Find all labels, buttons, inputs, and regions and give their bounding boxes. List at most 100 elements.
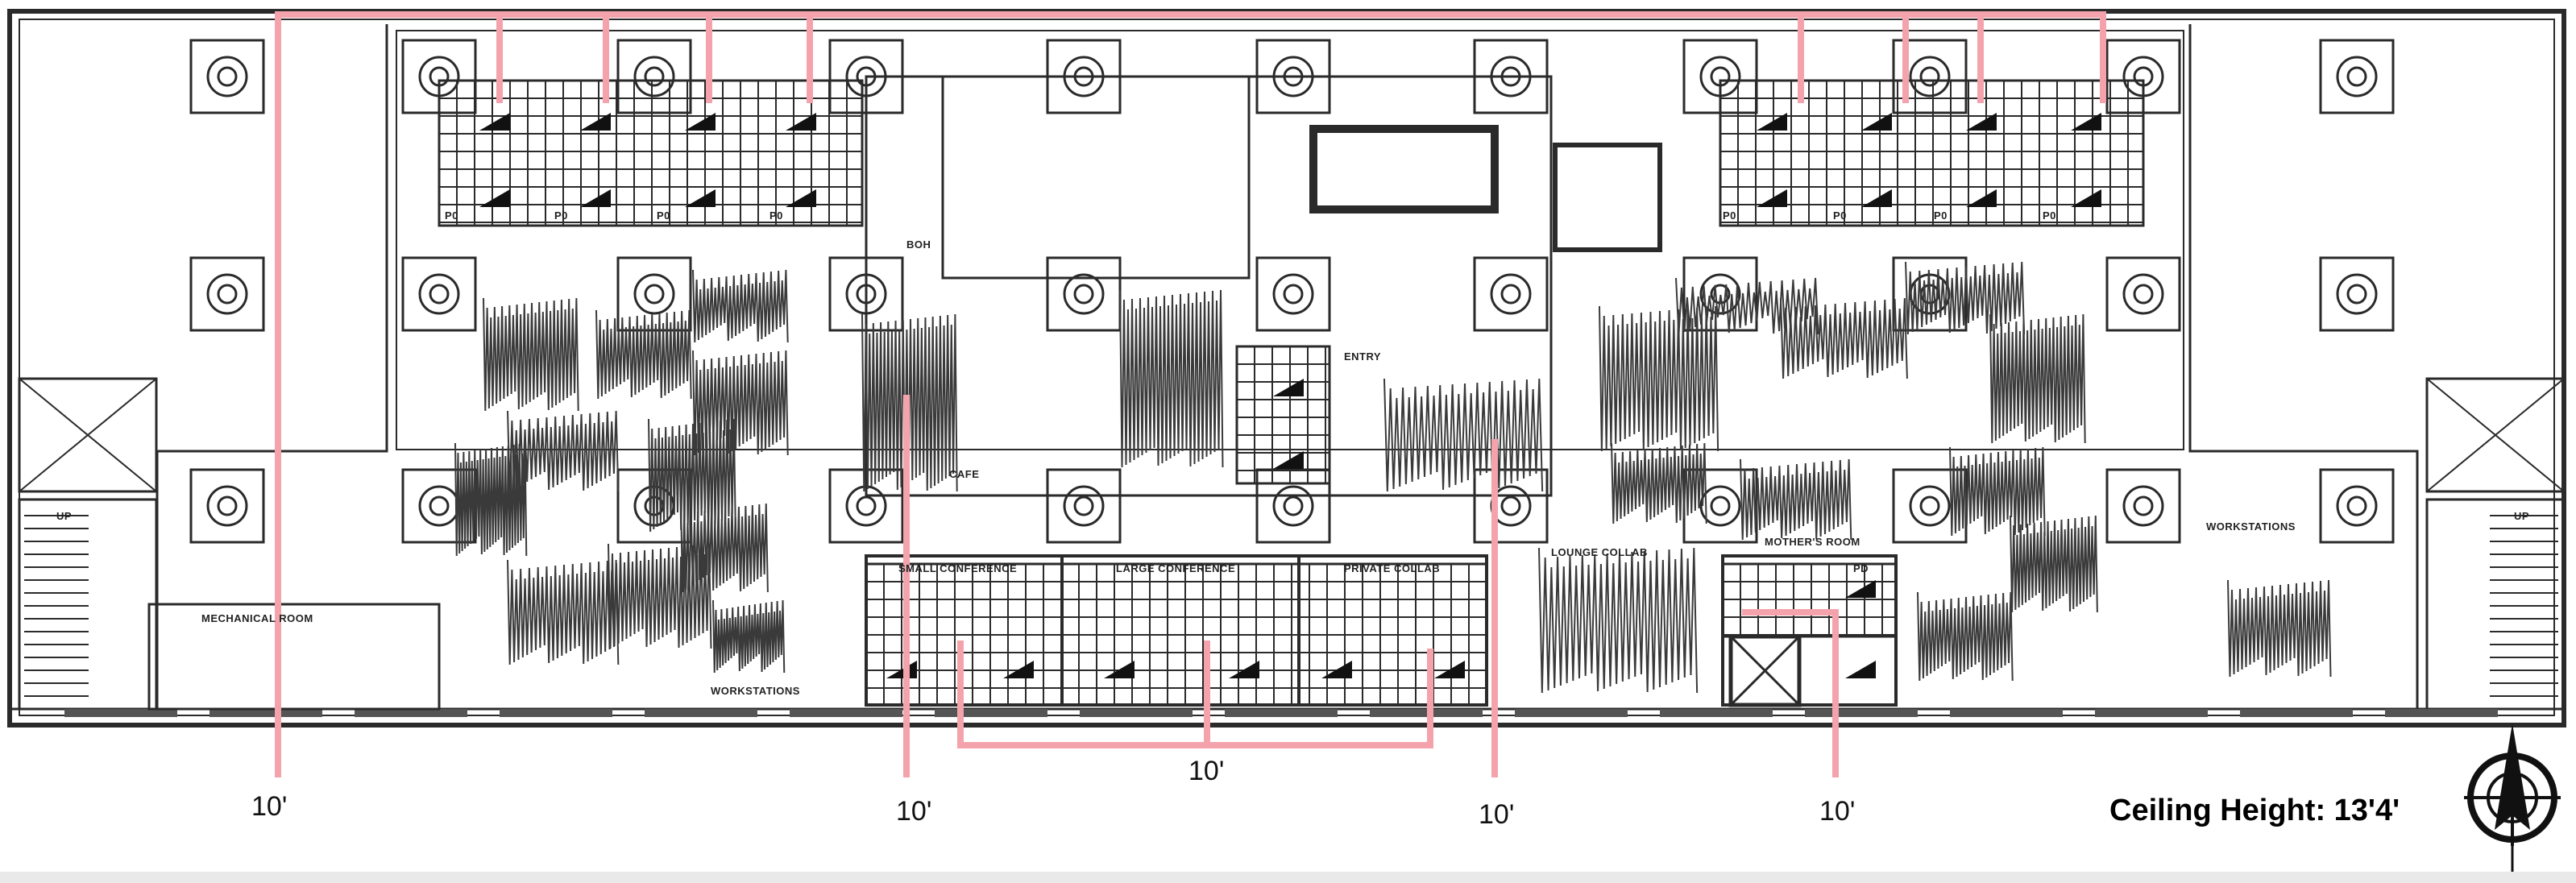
column: [189, 468, 265, 544]
window-segment: [2240, 709, 2353, 717]
light-fixture: [685, 189, 716, 207]
column: [2319, 39, 2395, 114]
column: [1892, 256, 1968, 332]
window-segment: [1225, 709, 1338, 717]
pod-label: P0: [1723, 209, 1736, 222]
label-up-right: UP: [2514, 510, 2529, 522]
column-ring: [1063, 485, 1105, 527]
column-core: [1283, 284, 1304, 305]
window-segment: [645, 709, 757, 717]
window-segment: [64, 709, 177, 717]
column: [616, 256, 692, 332]
window-segment: [2095, 709, 2208, 717]
label-entry: ENTRY: [1344, 350, 1381, 363]
planting-cluster: [1675, 277, 1819, 335]
column-ring: [633, 273, 675, 315]
column-ring: [206, 273, 248, 315]
planting-cluster: [483, 297, 579, 412]
planting-cluster: [712, 599, 786, 674]
label-mothers-room: MOTHER'S ROOM: [1765, 536, 1860, 548]
column-core: [1710, 495, 1731, 516]
column-core: [1073, 66, 1094, 87]
window-segment: [1370, 709, 1483, 717]
column-core: [2133, 495, 2154, 516]
pod-label: P0: [1833, 209, 1847, 222]
planting-cluster: [1989, 313, 2086, 444]
column-ring: [845, 273, 887, 315]
column-core: [1500, 66, 1521, 87]
column: [1892, 39, 1968, 114]
column-core: [429, 284, 450, 305]
dimension-label-mothers-room: 10': [1819, 796, 1855, 827]
planting-cluster: [692, 350, 789, 456]
planting-cluster: [1905, 261, 2026, 335]
column-ring: [418, 485, 460, 527]
planting-cluster: [680, 503, 769, 593]
window-segment: [1805, 709, 1918, 717]
planting-cluster: [595, 309, 692, 400]
room-labels: BOH CAFE ENTRY SMALL CONFERENCE LARGE CO…: [56, 238, 2529, 697]
light-fixture: [1273, 379, 1304, 396]
footer-strip: [0, 872, 2576, 883]
column-ring: [845, 56, 887, 97]
window-segment: [935, 709, 1047, 717]
light-fixture: [1966, 113, 1997, 131]
pod-label: P0: [2043, 209, 2056, 222]
column-ring: [2336, 485, 2378, 527]
dimension-label-lounge: 10': [1479, 799, 1514, 830]
column-core: [1073, 495, 1094, 516]
light-fixture: [1757, 189, 1787, 207]
window-segment: [209, 709, 322, 717]
planting-cluster: [2010, 515, 2098, 613]
column-ring: [206, 485, 248, 527]
column-ring: [1699, 273, 1741, 315]
label-boh: BOH: [906, 238, 931, 251]
ceiling-grid: [1235, 345, 1331, 485]
planting-cluster: [1780, 297, 1908, 379]
column-core: [2133, 284, 2154, 305]
column-ring: [1909, 56, 1951, 97]
dimension-label-conference: 10': [1188, 756, 1224, 786]
window-segment: [2385, 709, 2498, 717]
planting-cluster: [1599, 305, 1719, 452]
light-fixture: [1434, 661, 1465, 678]
column-core: [1283, 66, 1304, 87]
window-segment: [500, 709, 612, 717]
label-pd: PD: [1853, 562, 1869, 574]
planting-cluster: [608, 543, 712, 649]
column-core: [644, 66, 665, 87]
column-ring: [633, 56, 675, 97]
ceiling-grid: [438, 79, 864, 227]
ceiling-height-note: Ceiling Height: 13'4': [2109, 794, 2400, 827]
label-lounge-collab: LOUNGE COLLAB: [1551, 546, 1648, 558]
building-walls: [7, 9, 2566, 728]
column: [1255, 256, 1331, 332]
light-fixture: [479, 113, 510, 131]
column-core: [217, 495, 238, 516]
column-ring: [1272, 485, 1314, 527]
light-fixture: [1966, 189, 1997, 207]
column: [2105, 256, 2181, 332]
column-core: [856, 495, 877, 516]
column-ring: [845, 485, 887, 527]
planting-cluster: [1383, 378, 1544, 492]
column-ring: [1490, 273, 1532, 315]
light-fixture: [1757, 113, 1787, 131]
window-segment: [1515, 709, 1628, 717]
dimension-lines: [275, 11, 2106, 777]
planting-cluster: [454, 442, 528, 557]
light-fixture: [2071, 189, 2101, 207]
light-fixture: [786, 113, 816, 131]
pod-label: P0: [554, 209, 568, 222]
dimension-label-cafe: 10': [896, 796, 931, 827]
label-workstations-right: WORKSTATIONS: [2206, 520, 2296, 533]
column: [1255, 39, 1331, 114]
column-ring: [2122, 485, 2164, 527]
light-fixture: [1273, 451, 1304, 469]
column-core: [2346, 495, 2367, 516]
window-segment: [1080, 709, 1193, 717]
column-core: [1919, 66, 1940, 87]
column: [189, 39, 265, 114]
column-core: [217, 284, 238, 305]
